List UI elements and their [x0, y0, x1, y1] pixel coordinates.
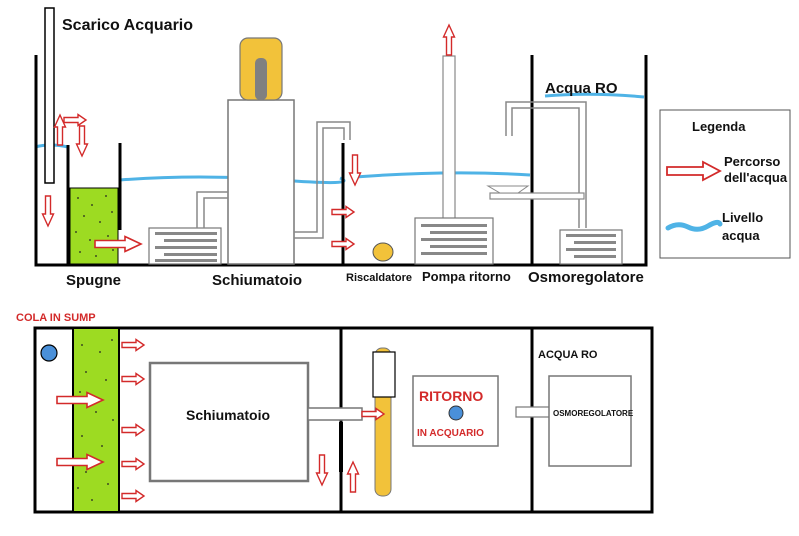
legend-level-line2: acqua	[722, 228, 760, 243]
drain-label: Scarico Acquario	[62, 17, 193, 34]
ato-label: Osmoregolatore	[528, 269, 644, 286]
ro-water-label: Acqua RO	[545, 80, 618, 97]
side-view: Scarico Acquario Acqua RO Spugne Schiuma…	[34, 7, 648, 289]
legend-level-line1: Livello	[722, 210, 763, 225]
top-return-line2: IN ACQUARIO	[417, 428, 484, 439]
drain-hole-icon	[40, 344, 58, 362]
top-skimmer-label: Schiumatoio	[186, 407, 270, 423]
legend: Legenda Percorso dell'acqua Livello acqu…	[659, 109, 791, 259]
sponge-texture	[75, 195, 114, 257]
top-ro-label: ACQUA RO	[538, 349, 598, 361]
top-view: COLA IN SUMP Schiumatoio RITORNO IN AC	[16, 312, 654, 514]
top-drain-label: COLA IN SUMP	[16, 312, 96, 324]
top-sponge-texture	[77, 339, 114, 501]
heater	[372, 242, 394, 262]
skimmer-label: Schiumatoio	[212, 272, 302, 289]
top-return-line1: RITORNO	[419, 388, 483, 404]
top-ato-box	[548, 375, 632, 467]
drain-pipe	[44, 7, 55, 184]
top-skimmer-outlet	[307, 407, 363, 421]
skimmer	[148, 37, 351, 265]
auto-top-off	[486, 101, 623, 265]
top-skimmer-box	[148, 361, 310, 483]
return-pump	[414, 55, 494, 265]
heater-label: Riscaldatore	[346, 272, 412, 284]
sponge-block	[69, 187, 119, 265]
top-heater	[372, 347, 396, 497]
red-outline-arrow-icon	[666, 160, 722, 182]
return-outlet-icon	[448, 405, 464, 421]
top-sponge-strip	[72, 327, 120, 513]
return-pump-label: Pompa ritorno	[422, 269, 511, 284]
top-ato-connector	[515, 406, 551, 418]
top-ato-label: OSMOREGOLATORE	[553, 409, 634, 418]
legend-flow-line1: Percorso	[724, 154, 780, 169]
blue-wave-icon	[665, 219, 723, 232]
sponges-label: Spugne	[66, 272, 121, 289]
legend-title: Legenda	[692, 119, 746, 134]
sump-tank-outline	[34, 55, 648, 267]
legend-flow-line2: dell'acqua	[724, 170, 788, 185]
